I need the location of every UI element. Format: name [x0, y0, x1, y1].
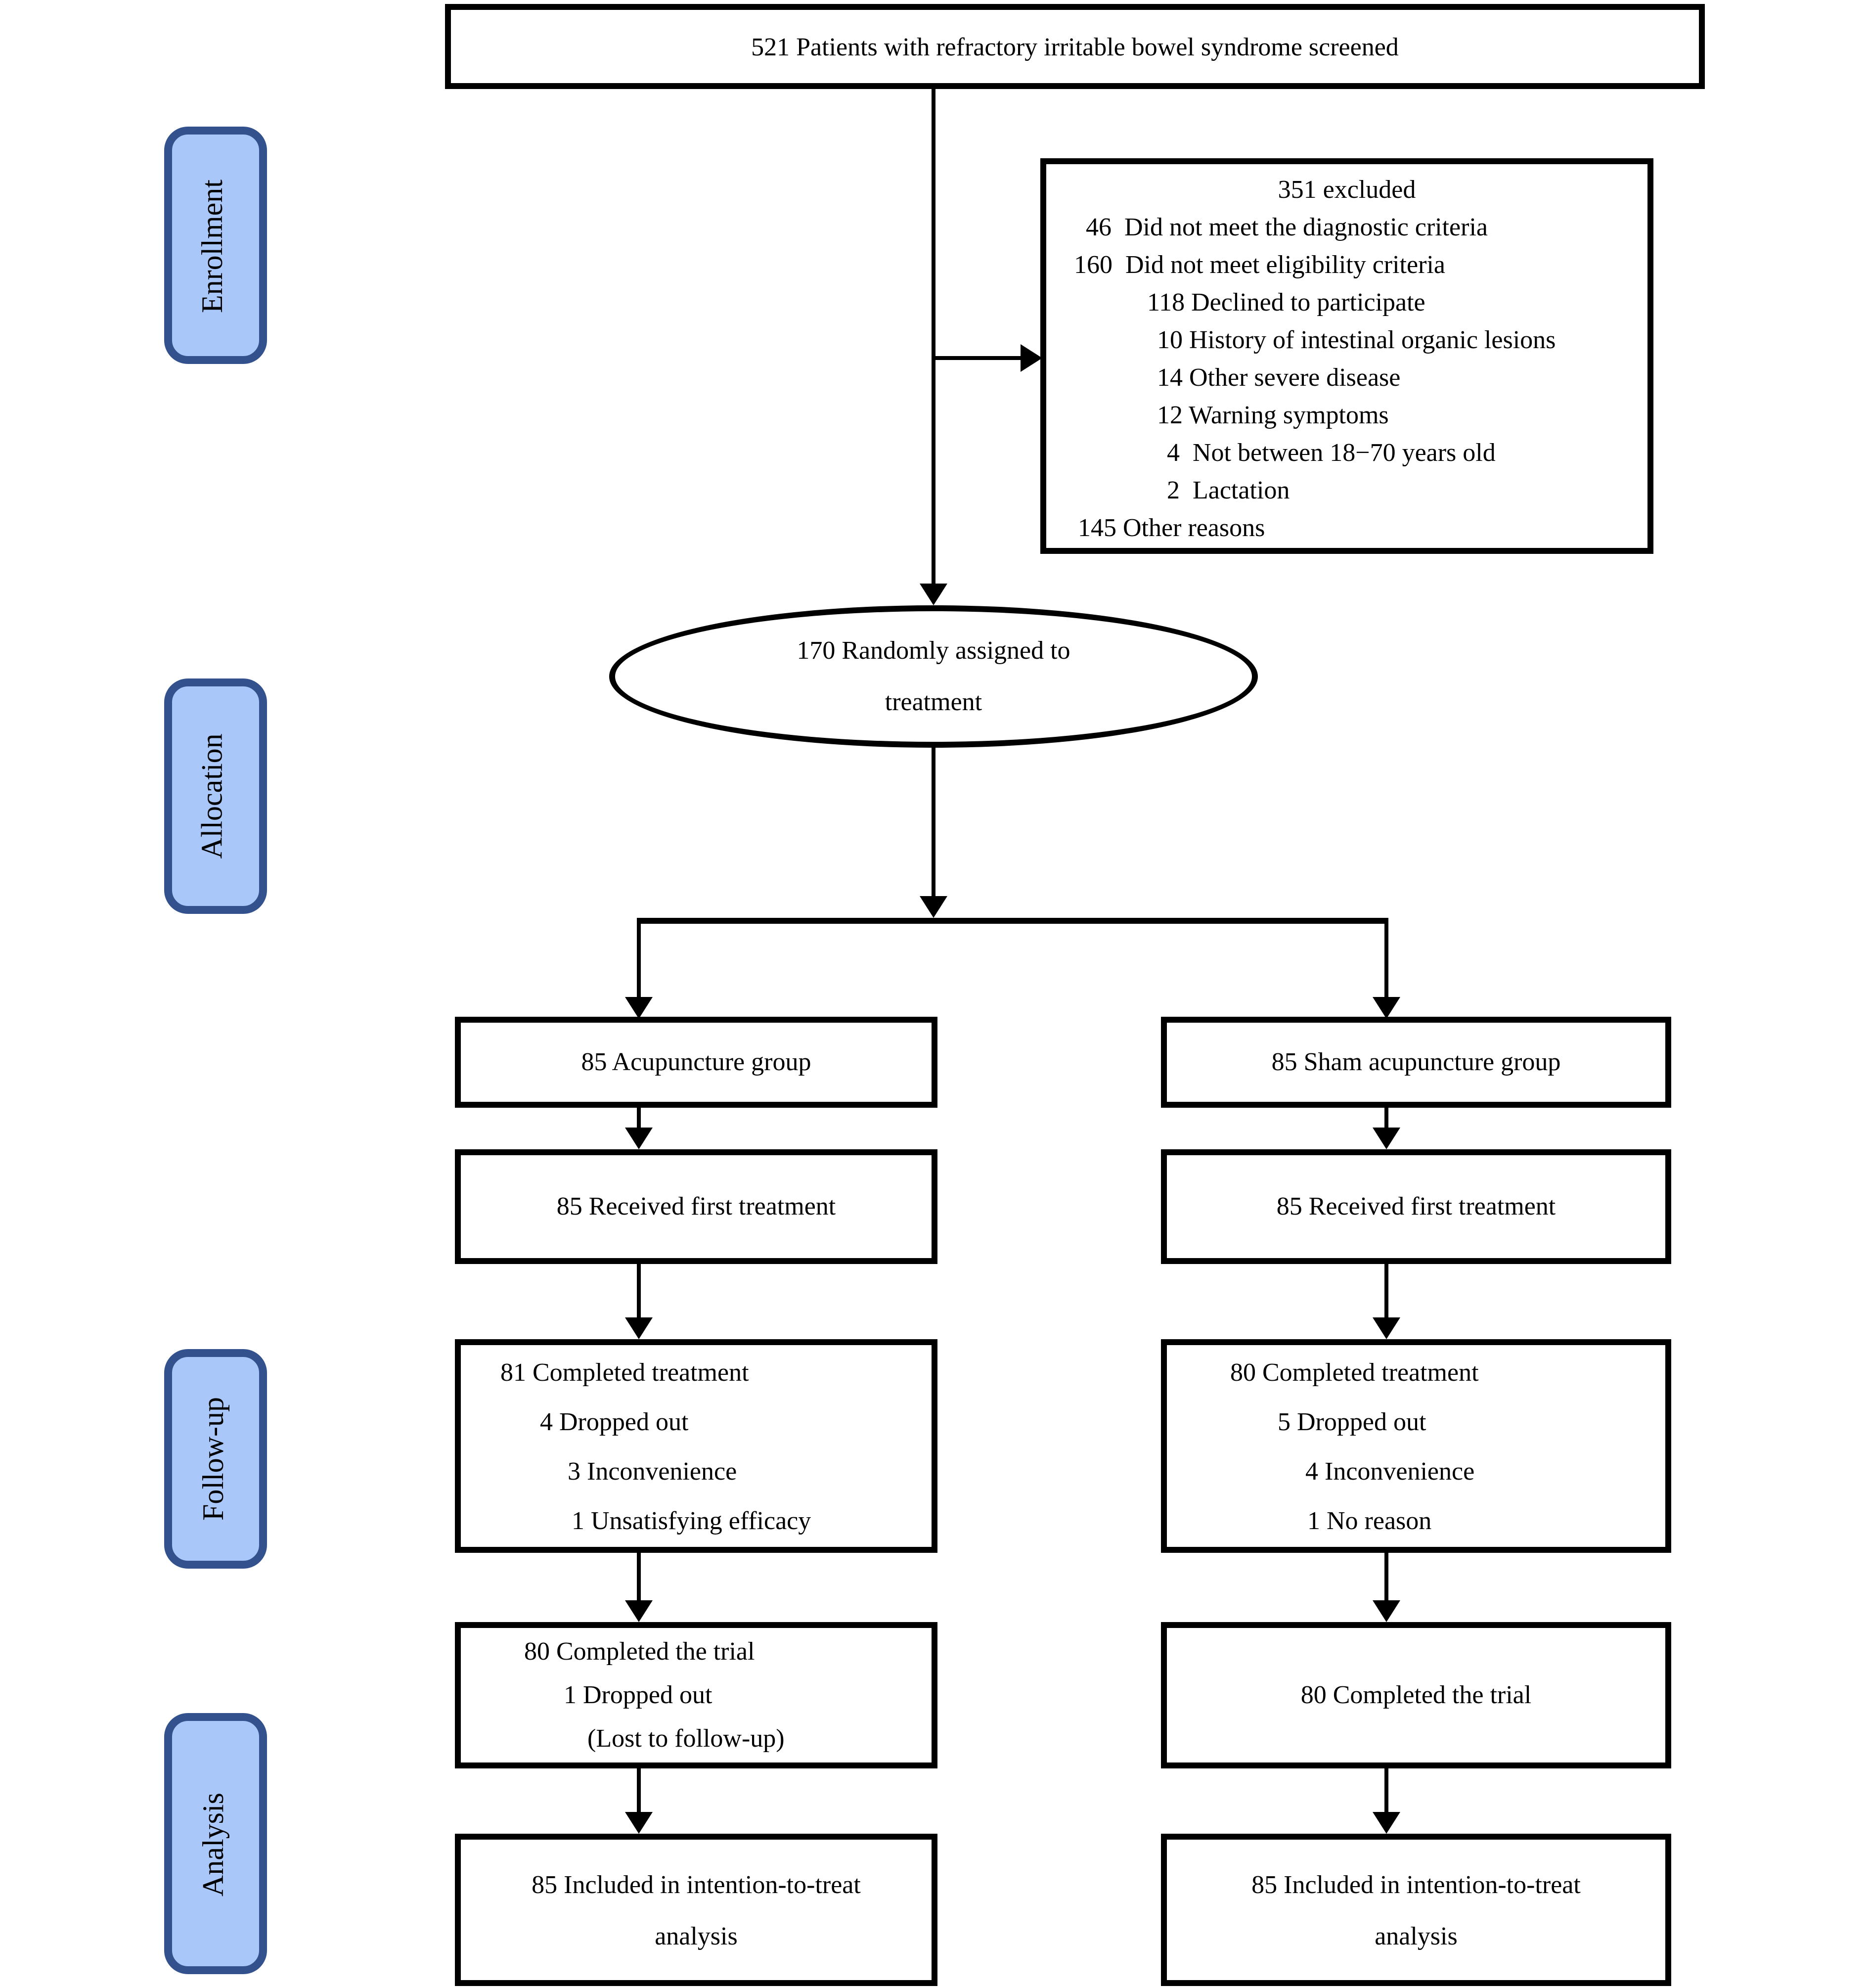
excluded-line: 14 Other severe disease [1157, 362, 1401, 392]
excluded-line: 351 excluded [1278, 174, 1416, 204]
sham-received-text: 85 Received first treatment [1276, 1191, 1556, 1220]
connector-acu-received-to-completed [637, 1264, 641, 1319]
arrow-down-icon [625, 1600, 653, 1622]
screened-box-text: 521 Patients with refractory irritable b… [751, 31, 1399, 60]
excluded-line: 12 Warning symptoms [1157, 400, 1389, 429]
connector-ellipse-to-split [932, 748, 935, 896]
excluded-line: 4 Not between 18−70 years old [1167, 437, 1496, 467]
arrow-down-icon [1373, 1600, 1400, 1622]
trial-line: 80 Completed the trial [1300, 1679, 1532, 1709]
excluded-line: 10 History of intestinal organic lesions [1157, 324, 1556, 354]
connector-acu-group-to-received [637, 1108, 641, 1130]
connector-screened-to-ellipse [932, 89, 935, 584]
completed-line: 4 Dropped out [540, 1406, 689, 1436]
arrow-down-icon [625, 1317, 653, 1339]
sham-group-text: 85 Sham acupuncture group [1271, 1046, 1561, 1076]
stage-label-analysis: Analysis [164, 1713, 267, 1974]
stage-label-analysis-text: Analysis [199, 1792, 230, 1896]
completed-line: 80 Completed treatment [1230, 1357, 1479, 1387]
connector-split-to-acupuncture [637, 924, 641, 999]
excluded-line: 160 Did not meet eligibility criteria [1074, 249, 1445, 279]
connector-acu-trial-to-analysis [637, 1768, 641, 1814]
acupuncture-completed-trial-box: 80 Completed the trial 1 Dropped out (Lo… [455, 1622, 937, 1768]
trial-line: 1 Dropped out [564, 1679, 712, 1709]
arrow-down-icon [920, 896, 947, 918]
trial-line: 80 Completed the trial [524, 1636, 755, 1666]
split-bar [637, 918, 1388, 924]
acupuncture-analysis-text: 85 Included in intention-to-treat analys… [532, 1868, 861, 1949]
completed-line: 1 Unsatisfying efficacy [572, 1505, 811, 1535]
connector-sham-group-to-received [1384, 1108, 1388, 1130]
arrow-down-icon [1373, 1128, 1400, 1149]
acupuncture-group-text: 85 Acupuncture group [581, 1046, 811, 1076]
acupuncture-received-text: 85 Received first treatment [556, 1191, 836, 1220]
sham-received-box: 85 Received first treatment [1161, 1149, 1671, 1264]
sham-completed-trial-box: 80 Completed the trial [1161, 1622, 1671, 1768]
screened-box: 521 Patients with refractory irritable b… [445, 4, 1705, 89]
excluded-box: 351 excluded 46 Did not meet the diagnos… [1040, 158, 1653, 554]
acupuncture-analysis-box: 85 Included in intention-to-treat analys… [455, 1834, 937, 1986]
sham-completed-treatment-box: 80 Completed treatment 5 Dropped out 4 I… [1161, 1339, 1671, 1553]
arrow-down-icon [625, 997, 653, 1019]
sham-analysis-text: 85 Included in intention-to-treat analys… [1251, 1868, 1581, 1949]
excluded-line: 145 Other reasons [1078, 512, 1265, 542]
excluded-line: 2 Lactation [1167, 475, 1290, 504]
connector-sham-completed-to-trial [1384, 1553, 1388, 1602]
trial-line: (Lost to follow-up) [587, 1723, 785, 1753]
connector-sham-received-to-completed [1384, 1264, 1388, 1319]
completed-line: 5 Dropped out [1278, 1406, 1426, 1436]
connector-acu-completed-to-trial [637, 1553, 641, 1602]
acupuncture-group-box: 85 Acupuncture group [455, 1017, 937, 1108]
stage-label-allocation-text: Allocation [199, 733, 231, 859]
arrow-down-icon [625, 1812, 653, 1834]
stage-label-enrollment: Enrollment [164, 127, 267, 364]
stage-label-follow-up-text: Follow-up [199, 1397, 231, 1521]
completed-line: 4 Inconvenience [1305, 1456, 1475, 1486]
acupuncture-completed-treatment-box: 81 Completed treatment 4 Dropped out 3 I… [455, 1339, 937, 1553]
arrow-down-icon [920, 584, 947, 605]
arrow-down-icon [1373, 1317, 1400, 1339]
acupuncture-received-box: 85 Received first treatment [455, 1149, 937, 1264]
arrow-right-icon [1021, 344, 1042, 372]
excluded-line: 118 Declined to participate [1147, 287, 1425, 316]
connector-sham-trial-to-analysis [1384, 1768, 1388, 1814]
stage-label-enrollment-text: Enrollment [199, 179, 230, 312]
connector-split-to-sham [1384, 924, 1388, 999]
completed-line: 3 Inconvenience [568, 1456, 737, 1486]
excluded-line: 46 Did not meet the diagnostic criteria [1086, 212, 1488, 241]
randomized-ellipse: 170 Randomly assigned to treatment [609, 605, 1258, 748]
stage-label-follow-up: Follow-up [164, 1349, 267, 1569]
sham-group-box: 85 Sham acupuncture group [1161, 1017, 1671, 1108]
arrow-down-icon [1373, 1812, 1400, 1834]
randomized-ellipse-text: 170 Randomly assigned to treatment [797, 635, 1070, 716]
arrow-down-icon [1373, 997, 1400, 1019]
arrow-down-icon [625, 1128, 653, 1149]
connector-branch-to-excluded [934, 356, 1023, 360]
completed-line: 81 Completed treatment [500, 1357, 749, 1387]
sham-analysis-box: 85 Included in intention-to-treat analys… [1161, 1834, 1671, 1986]
stage-label-allocation: Allocation [164, 678, 267, 914]
completed-line: 1 No reason [1307, 1505, 1432, 1535]
